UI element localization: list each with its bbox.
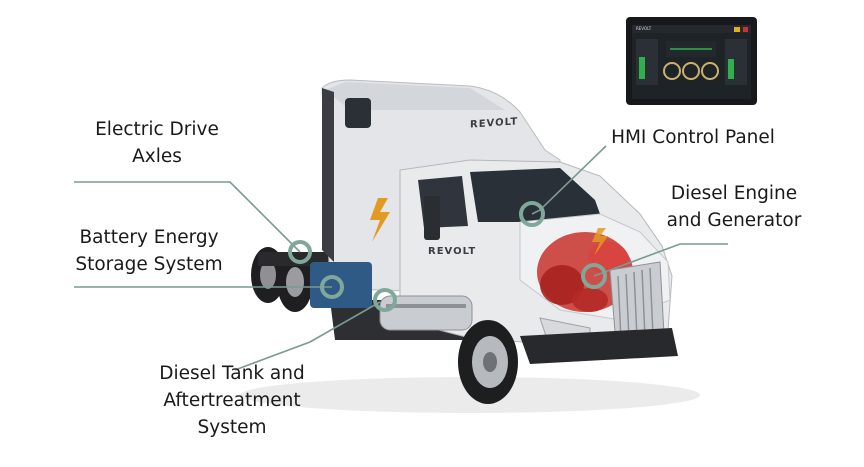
label-diesel-engine: Diesel Engine and Generator (666, 180, 802, 234)
label-hmi-control-panel: HMI Control Panel (608, 124, 778, 151)
label-line: Diesel Engine (670, 183, 798, 204)
label-battery-energy-storage: Battery Energy Storage System (74, 224, 224, 278)
label-line: and Generator (666, 210, 802, 231)
grille (609, 261, 665, 345)
hmi-brand: REVOLT (636, 26, 652, 31)
label-line: Storage System (75, 254, 223, 275)
label-line: System (197, 417, 267, 438)
label-line: Battery Energy (79, 227, 219, 248)
hmi-screen-inset: REVOLT (626, 17, 757, 105)
label-line: HMI Control Panel (611, 127, 775, 148)
bolt-icon (592, 228, 608, 256)
label-electric-drive-axles: Electric Drive Axles (82, 116, 232, 170)
label-line: Electric Drive (95, 119, 219, 140)
door-logo: REVOLT (428, 246, 477, 257)
callout-rings (288, 201, 607, 312)
front-wheel (458, 320, 518, 404)
label-line: Axles (132, 146, 182, 167)
label-line: Aftertreatment (163, 390, 301, 411)
label-line: Diesel Tank and (159, 363, 305, 384)
bolt-icon (370, 198, 390, 242)
leader-lines (74, 145, 728, 371)
label-diesel-tank: Diesel Tank and Aftertreatment System (152, 360, 312, 441)
